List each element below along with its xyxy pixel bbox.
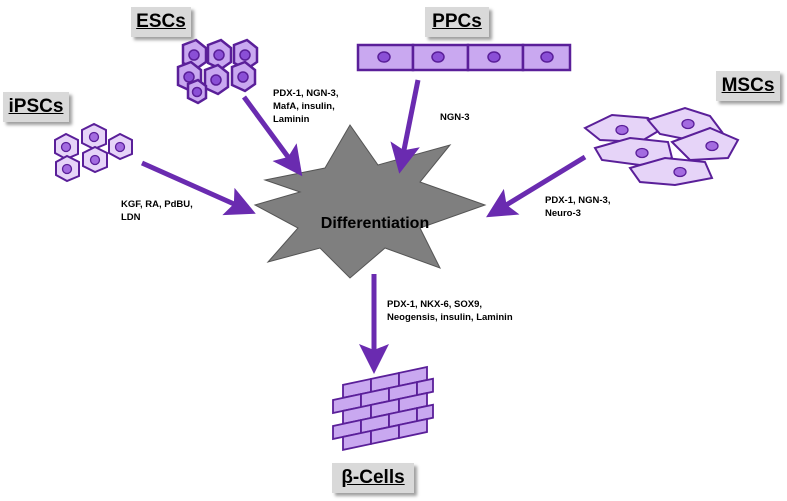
arrow-escs: [241, 95, 303, 177]
ppcs-cells: [356, 43, 572, 72]
arrow-mscs: [486, 154, 587, 218]
arrow-ppcs: [390, 79, 421, 174]
differentiation-burst: [253, 124, 487, 279]
beta-cells: [332, 365, 434, 451]
differentiation-label: Differentiation: [320, 215, 430, 232]
escs-label: ESCs: [131, 7, 191, 37]
ipscs-label: iPSCs: [3, 92, 69, 122]
escs-factors: PDX-1, NGN-3, MafA, insulin, Laminin: [273, 88, 339, 125]
output-factors: PDX-1, NKX-6, SOX9, Neogensis, insulin, …: [387, 299, 513, 323]
ppcs-label: PPCs: [425, 7, 489, 37]
mscs-factors: PDX-1, NGN-3, Neuro-3: [545, 195, 611, 219]
arrow-ipscs: [140, 160, 256, 216]
ipscs-cells: [54, 122, 133, 183]
beta-cells-label: β-Cells: [332, 463, 414, 493]
ppcs-factors: NGN-3: [440, 112, 470, 123]
ipscs-factors: KGF, RA, PdBU, LDN: [121, 199, 193, 223]
mscs-label: MSCs: [716, 71, 780, 101]
